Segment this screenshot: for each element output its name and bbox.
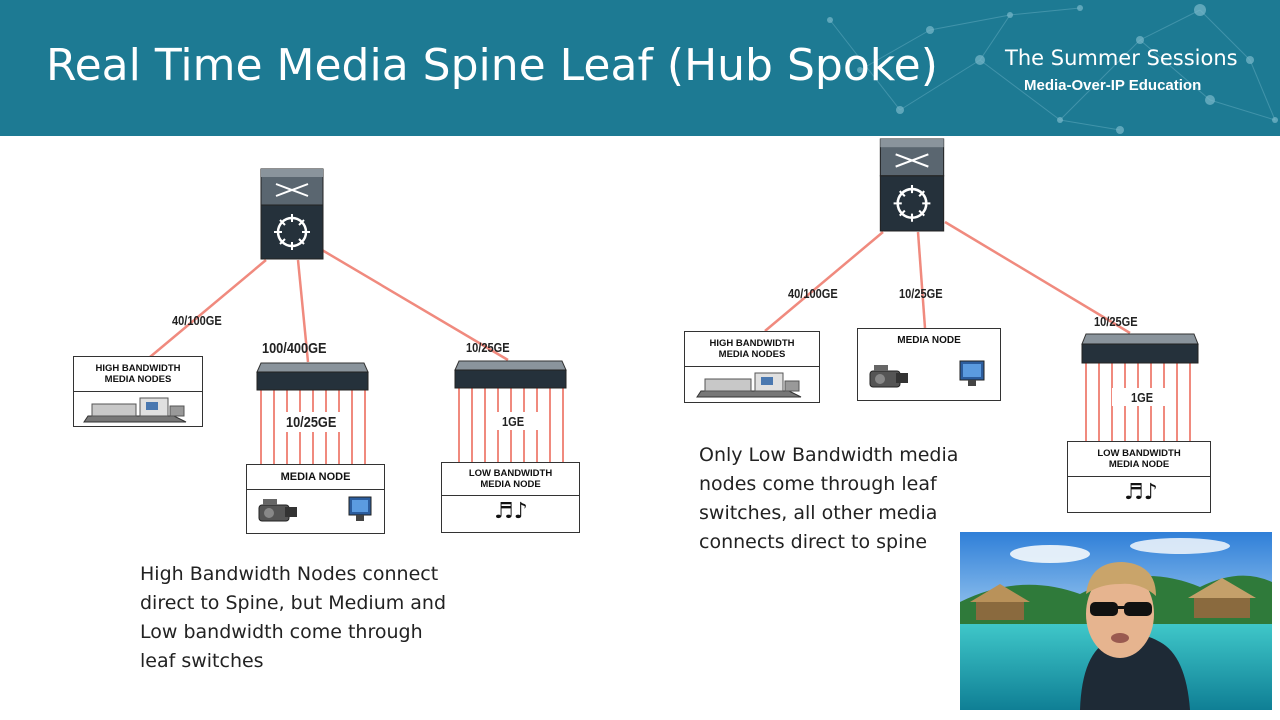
right-caption: Only Low Bandwidth media nodes come thro…	[699, 444, 959, 553]
brand-title: The Summer Sessions	[1005, 46, 1238, 70]
camera-icon	[258, 499, 297, 522]
link-speed-label: 10/25GE	[286, 414, 337, 431]
left-caption: High Bandwidth Nodes connect direct to S…	[140, 563, 447, 672]
rack-equipment-icon	[83, 397, 187, 423]
media-node-box: MEDIA NODE	[857, 328, 1001, 401]
link-speed-label: 40/100GE	[172, 313, 222, 328]
spine-switch-icon	[260, 168, 324, 260]
network-pattern-decoration	[827, 4, 1278, 134]
node-box-header: LOW BANDWIDTH MEDIA NODE	[442, 463, 579, 496]
link-left-spine-leaf-medium	[296, 259, 310, 363]
music-notes-icon: ♬♪	[1124, 480, 1158, 505]
low-bandwidth-media-node-box: LOW BANDWIDTH MEDIA NODE ♬♪	[1067, 441, 1211, 513]
presenter-webcam-video	[960, 532, 1272, 710]
link-speed-label: 40/100GE	[788, 286, 838, 301]
high-bandwidth-media-nodes-box: HIGH BANDWIDTH MEDIA NODES	[73, 356, 203, 427]
node-box-header: HIGH BANDWIDTH MEDIA NODES	[74, 357, 202, 392]
low-bandwidth-media-node-box: LOW BANDWIDTH MEDIA NODE ♬♪	[441, 462, 580, 533]
camera-icon	[869, 365, 908, 388]
high-bandwidth-media-nodes-box: HIGH BANDWIDTH MEDIA NODES	[684, 331, 820, 403]
link-speed-label: 10/25GE	[1094, 314, 1138, 329]
leaf-switch-icon	[256, 362, 369, 391]
link-speed-label: 100/400GE	[262, 340, 327, 357]
link-speed-label: 10/25GE	[466, 340, 510, 355]
music-notes-icon: ♬♪	[494, 499, 528, 524]
link-right-spine-leaf-low	[944, 220, 1131, 335]
link-speed-label: 10/25GE	[899, 286, 943, 301]
media-node-box: MEDIA NODE	[246, 464, 385, 534]
link-speed-label: 1GE	[502, 414, 525, 429]
monitor-icon	[959, 360, 985, 386]
link-speed-label: 1GE	[1131, 390, 1154, 405]
left-low-leaf-downlinks	[458, 388, 564, 462]
leaf-switch-icon	[454, 360, 567, 389]
leaf-switch-icon	[1081, 333, 1199, 364]
node-box-header: LOW BANDWIDTH MEDIA NODE	[1068, 442, 1210, 477]
monitor-icon	[348, 496, 372, 521]
node-box-header: HIGH BANDWIDTH MEDIA NODES	[685, 332, 819, 367]
link-left-spine-high	[149, 259, 267, 358]
presenter-video-frame	[960, 532, 1272, 710]
spine-switch-icon	[879, 138, 945, 232]
node-box-header: MEDIA NODE	[247, 465, 384, 490]
link-left-spine-leaf-low	[321, 248, 509, 362]
brand-subtitle: Media-Over-IP Education	[1024, 77, 1202, 94]
slide-header: Real Time Media Spine Leaf (Hub Spoke) T…	[0, 0, 1280, 136]
rack-equipment-icon	[696, 372, 802, 398]
link-right-spine-high	[764, 231, 884, 332]
link-right-spine-medium	[916, 231, 927, 329]
node-box-header: MEDIA NODE	[897, 334, 961, 346]
slide-title: Real Time Media Spine Leaf (Hub Spoke)	[46, 40, 938, 91]
